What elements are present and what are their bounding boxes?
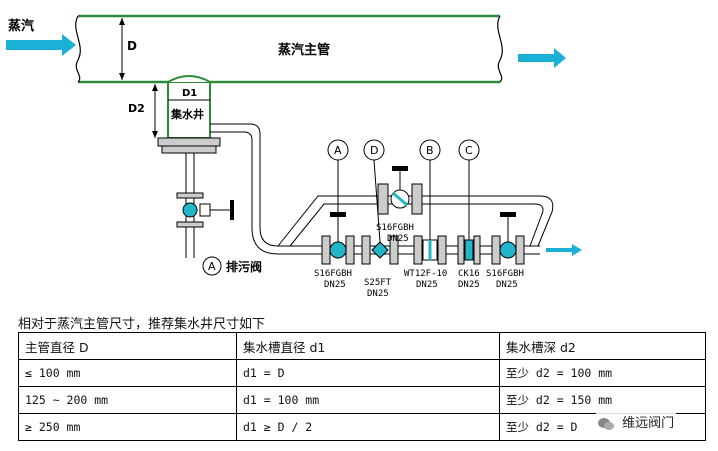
table-cell: 至少 d2 = 100 mm: [499, 359, 706, 387]
check-valve-model: CK16: [458, 269, 480, 279]
header-well-depth: 集水槽深 d2: [499, 332, 706, 360]
inlet-valve-model: S16FGBH: [314, 269, 352, 279]
table-row: 125 ~ 200 mm d1 = 100 mm 至少 d2 = 150 mm: [18, 386, 706, 414]
condensate-pipe: [210, 123, 318, 255]
steam-trap-diagram: 蒸汽 蒸汽主管 D D1 集水井 D2 A 排污阀: [6, 14, 582, 299]
dim-d2-label: D2: [128, 102, 145, 115]
marker-c: [458, 139, 480, 240]
dim-d-label: D: [127, 39, 137, 53]
trap-line: [318, 212, 540, 265]
table-cell: ≥ 250 mm: [18, 413, 237, 441]
watermark-text: 维远阀门: [622, 416, 675, 431]
collection-well: [157, 75, 221, 154]
well-label: 集水井: [170, 107, 204, 121]
steam-inlet-arrow: [6, 34, 76, 56]
table-caption: 相对于蒸汽主管尺寸，推荐集水井尺寸如下: [18, 317, 266, 332]
inlet-valve-size: DN25: [324, 280, 346, 290]
marker-a-blowdown: [202, 256, 222, 276]
table-cell: ≤ 100 mm: [18, 359, 237, 387]
table-header-row: 主管直径 D 集水槽直径 d1 集水槽深 d2: [18, 332, 706, 360]
bypass-valve-model: S16FGBH: [376, 223, 414, 233]
trap-size: DN25: [416, 280, 438, 290]
table-cell: d1 = D: [236, 359, 500, 387]
main-pipe-label: 蒸汽主管: [278, 42, 330, 58]
marker-d-label: D: [370, 144, 378, 157]
table-cell: 125 ~ 200 mm: [18, 386, 237, 414]
check-valve-size: DN25: [458, 280, 480, 290]
table-cell: 至少 d2 = 150 mm: [499, 386, 706, 414]
outlet-valve-model: S16FGBH: [486, 269, 524, 279]
header-main-diameter: 主管直径 D: [18, 332, 237, 360]
main-steam-pipe: [75, 14, 503, 84]
bypass-valve-size: DN25: [387, 234, 409, 244]
steam-label: 蒸汽: [8, 18, 34, 34]
steam-outlet-arrow: [518, 48, 566, 68]
marker-b-label: B: [426, 144, 434, 157]
dim-d-marker: [119, 18, 125, 80]
marker-a: [327, 139, 349, 212]
drain-line: [176, 153, 234, 258]
outlet-valve-size: DN25: [496, 280, 518, 290]
strainer-size: DN25: [367, 289, 389, 299]
dim-d2-marker: [152, 84, 158, 138]
wechat-icon: [598, 417, 614, 430]
marker-a-blowdown-label: A: [208, 260, 216, 273]
table-cell: d1 = 100 mm: [236, 386, 500, 414]
trap-model: WT12F-10: [404, 269, 447, 279]
watermark: 维远阀门: [596, 412, 677, 431]
strainer-model: S25FT: [364, 278, 392, 288]
table-cell: d1 ≥ D / 2: [236, 413, 500, 441]
outlet-arrow: [546, 244, 582, 256]
dim-d1-label: D1: [182, 88, 197, 99]
marker-d: [363, 139, 385, 243]
table-row: ≤ 100 mm d1 = D 至少 d2 = 100 mm: [18, 359, 706, 387]
marker-c-label: C: [465, 144, 473, 157]
header-well-diameter: 集水槽直径 d1: [236, 332, 500, 360]
marker-b: [419, 139, 441, 240]
bypass-line: [277, 166, 554, 247]
marker-a-label: A: [334, 144, 342, 157]
blowdown-label: 排污阀: [226, 259, 262, 274]
